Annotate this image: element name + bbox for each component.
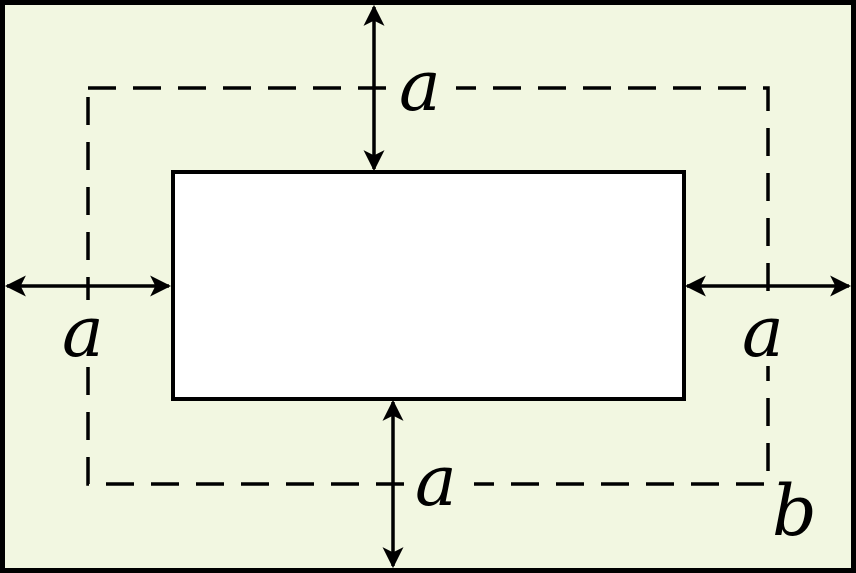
label-mask-right — [738, 300, 800, 366]
label-mask-left — [60, 300, 120, 366]
label-margin-left: a — [62, 291, 104, 373]
label-dashed-boundary: b — [772, 470, 817, 552]
label-margin-top: a — [399, 45, 441, 127]
label-mask-bottom — [410, 452, 474, 514]
label-margin-bottom: a — [415, 440, 457, 522]
label-margin-right: a — [742, 291, 784, 373]
label-mask-top — [392, 60, 456, 120]
inner-rectangle — [171, 170, 686, 401]
label-mask-b — [768, 476, 820, 540]
